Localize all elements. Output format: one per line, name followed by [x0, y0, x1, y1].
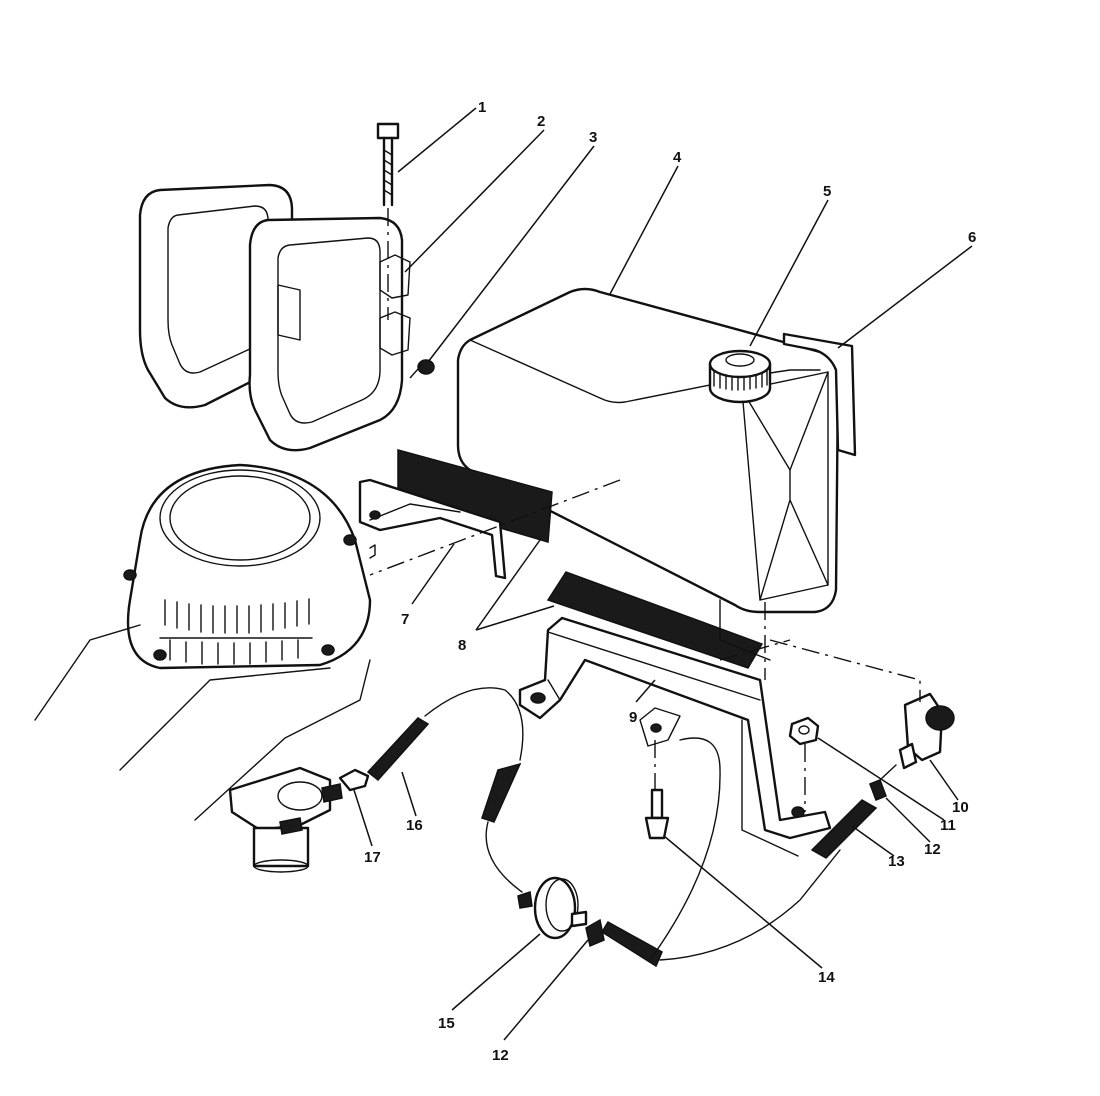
callout-14: 14: [818, 969, 835, 986]
fuel-line-16: [366, 687, 524, 782]
fuel-cap: [708, 349, 772, 404]
callout-1: 1: [478, 99, 486, 116]
fitting-14: [644, 788, 670, 840]
callout-11: 11: [940, 817, 956, 834]
engine-body: [34, 624, 371, 821]
foam-strip-upper: [397, 449, 553, 543]
callout-17: 17: [364, 849, 381, 866]
callout-10: 10: [952, 799, 969, 816]
hose-segment: [481, 762, 523, 893]
carburetor: [228, 766, 343, 873]
callout-15: 15: [438, 1015, 455, 1032]
hose-lower: [585, 849, 841, 968]
callout-numbers: 1 2 3 4 5 6 7 8 9 10 11 12 13 14 15 12 1…: [364, 99, 976, 1064]
fuel-tank: [456, 287, 840, 614]
callout-9: 9: [629, 709, 637, 726]
fuel-filter: [517, 876, 588, 940]
callout-3: 3: [589, 129, 597, 146]
callout-2: 2: [537, 113, 545, 130]
callout-12-lower: 12: [492, 1047, 509, 1064]
shutoff-valve: [879, 692, 955, 781]
frame-lines: [649, 599, 799, 961]
tank-bracket: [518, 616, 832, 840]
leader-lines: [353, 107, 973, 1041]
callout-5: 5: [823, 183, 831, 200]
callout-4: 4: [673, 149, 682, 166]
callout-7: 7: [401, 611, 409, 628]
clamp-12-upper: [869, 779, 887, 801]
callout-12-upper: 12: [924, 841, 941, 858]
decal-6: [782, 332, 857, 457]
callout-8: 8: [458, 637, 466, 654]
foam-strip-lower: [546, 571, 764, 669]
callout-6: 6: [968, 229, 976, 246]
hose-13: [810, 799, 878, 859]
center-lines: [369, 359, 921, 812]
clamp-17: [338, 768, 370, 792]
engine-housing: [123, 463, 376, 670]
nut-11: [788, 716, 820, 746]
callout-13: 13: [888, 853, 905, 870]
callout-16: 16: [406, 817, 423, 834]
bolt: [376, 122, 400, 320]
bracket-7: [358, 478, 507, 580]
shroud-front: [248, 216, 411, 452]
